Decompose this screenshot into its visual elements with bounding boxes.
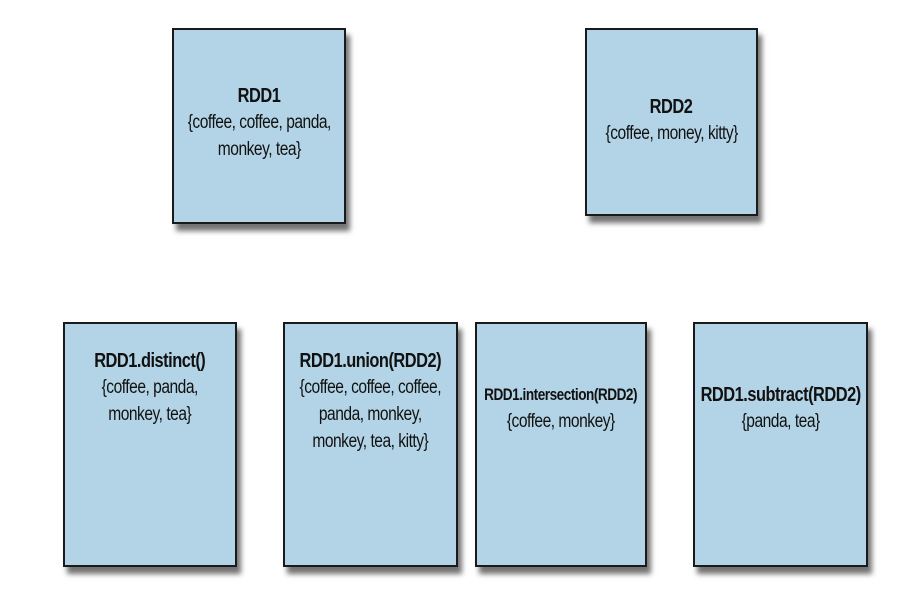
subtract-title: RDD1.subtract(RDD2) [700,384,861,406]
subtract-contents-line-1: {panda, tea} [741,411,820,432]
distinct-contents-line-2: monkey, tea} [108,404,192,425]
union-contents-line-1: {coffee, coffee, coffee, [299,377,442,398]
union-contents-line-2: panda, monkey, [319,404,422,425]
rdd1-contents-line-2: monkey, tea} [217,139,302,160]
intersection-contents-line-1: {coffee, monkey} [507,411,615,432]
union-contents-line-3: monkey, tea, kitty} [312,431,429,452]
rdd1-contents: {coffee, coffee, panda, monkey, tea} [187,109,331,163]
subtract-contents: {panda, tea} [741,408,820,435]
union-title: RDD1.union(RDD2) [299,350,442,372]
rdd1-contents-line-1: {coffee, coffee, panda, [187,112,331,133]
union-contents: {coffee, coffee, coffee, panda, monkey, … [300,374,442,455]
rdd1-box: RDD1 {coffee, coffee, panda, monkey, tea… [172,28,346,224]
rdd2-contents: {coffee, money, kitty} [605,120,738,147]
distinct-result-box: RDD1.distinct() {coffee, panda, monkey, … [63,322,237,567]
distinct-contents: {coffee, panda, monkey, tea} [101,374,199,428]
rdd2-box: RDD2 {coffee, money, kitty} [585,28,758,216]
intersection-contents: {coffee, monkey} [507,408,615,435]
distinct-title: RDD1.distinct() [94,350,206,372]
intersection-title: RDD1.intersection(RDD2) [484,385,638,404]
union-result-box: RDD1.union(RDD2) {coffee, coffee, coffee… [283,322,458,567]
rdd2-contents-line-1: {coffee, money, kitty} [605,122,738,144]
distinct-contents-line-1: {coffee, panda, [101,377,199,398]
intersection-result-box: RDD1.intersection(RDD2) {coffee, monkey} [475,322,647,567]
rdd1-title: RDD1 [237,85,281,107]
subtract-result-box: RDD1.subtract(RDD2) {panda, tea} [693,322,868,567]
rdd2-title: RDD2 [650,95,693,118]
